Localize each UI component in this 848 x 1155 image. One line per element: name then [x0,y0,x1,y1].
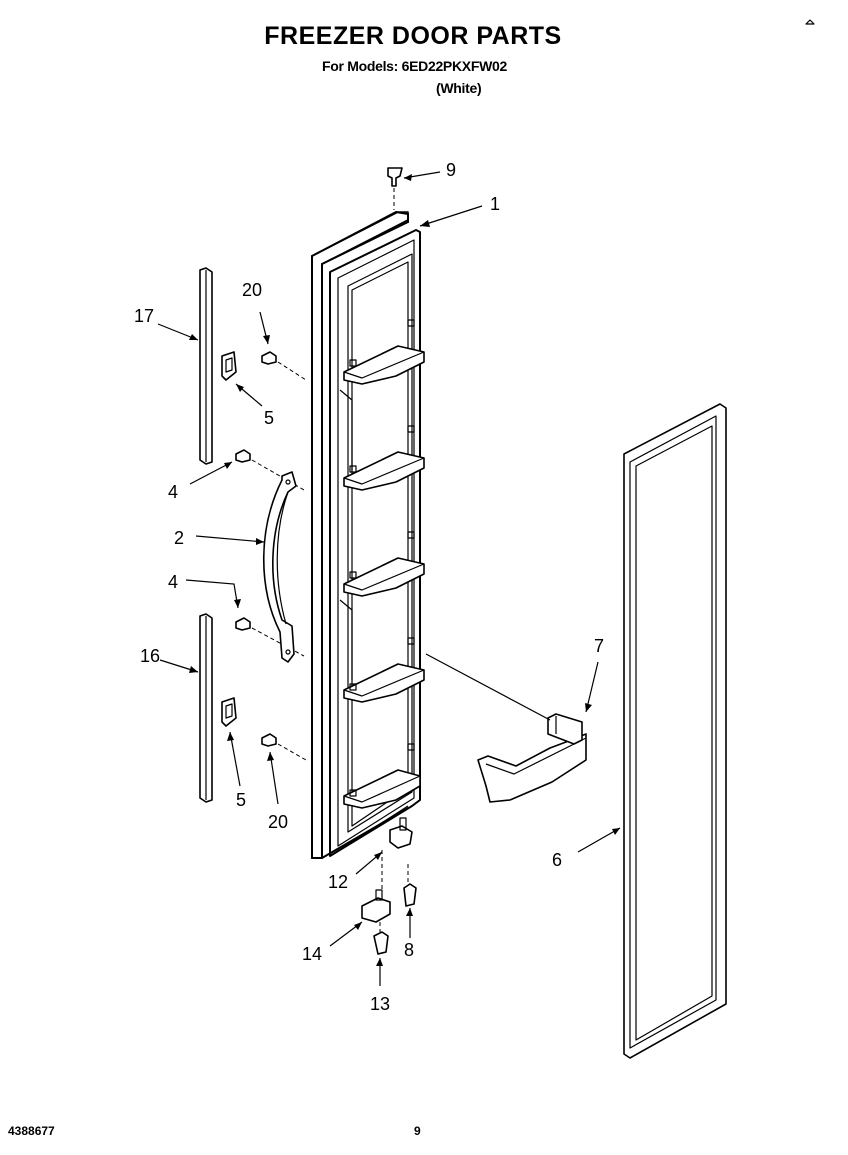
document-number: 4388677 [8,1124,55,1138]
callout-7: 7 [594,636,604,656]
callout-2: 2 [174,528,184,548]
callout-12: 12 [328,872,348,892]
leader-lines [157,171,621,986]
corner-mark [805,19,815,25]
screw-20-lower [261,733,307,761]
callout-1: 1 [490,194,500,214]
callout-20-lower: 20 [268,812,288,832]
screw-4-lower [235,617,305,657]
trim-clip-lower [221,697,237,727]
callout-5-upper: 5 [264,408,274,428]
page-title: FREEZER DOOR PARTS [264,22,562,50]
screw-13 [373,922,389,955]
color-note: (White) [436,80,482,96]
trim-strip-upper [199,267,213,465]
callout-17: 17 [134,306,154,326]
callout-13: 13 [370,994,390,1014]
callout-8: 8 [404,940,414,960]
door-bin [425,653,587,803]
trim-clip-upper [221,351,237,381]
callout-9: 9 [446,160,456,180]
callout-20-upper: 20 [242,280,262,300]
lower-hinge-bushing [381,817,413,890]
callout-4-lower: 4 [168,572,178,592]
door-handle [262,471,297,663]
top-plug [387,167,403,210]
door-panel [311,211,421,859]
callout-4-upper: 4 [168,482,178,502]
hinge-bracket [361,889,391,923]
trim-strip-lower [199,613,213,803]
screw-8 [403,864,417,907]
callout-14: 14 [302,944,322,964]
model-line: For Models: 6ED22PKXFW02 [322,58,507,74]
callout-16: 16 [140,646,160,666]
door-shelves [339,319,425,809]
screw-20-upper [261,351,307,381]
door-gasket [623,403,727,1059]
callout-6: 6 [552,850,562,870]
callout-5-lower: 5 [236,790,246,810]
page-number: 9 [414,1124,421,1138]
